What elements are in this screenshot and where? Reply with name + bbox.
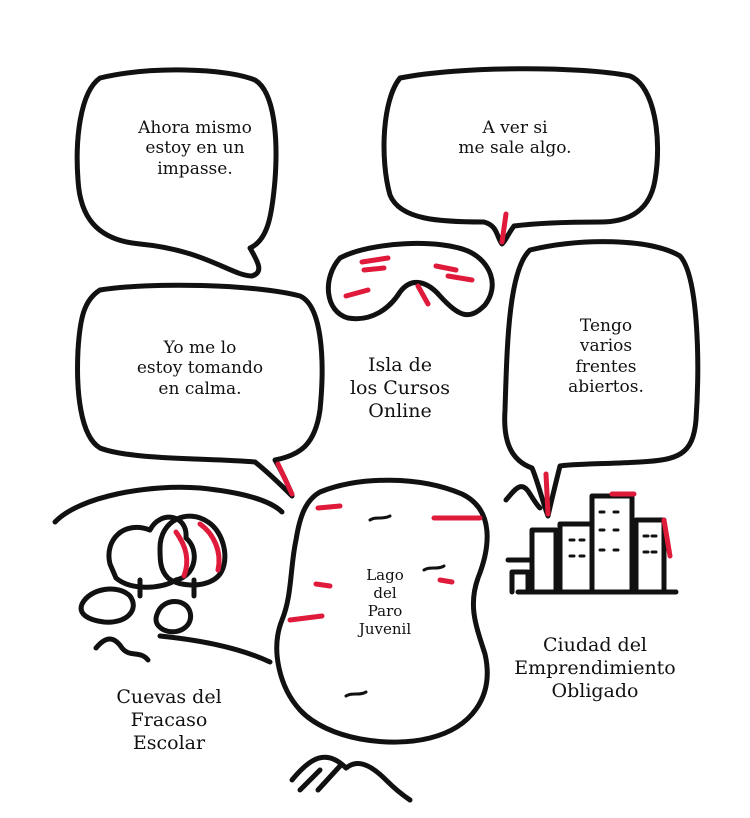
place-label-lago: Lago del Paro Juvenil xyxy=(358,566,412,638)
place-label-isla: Isla de los Cursos Online xyxy=(349,354,451,422)
city-building-2 xyxy=(529,527,559,595)
bubble-text-algo: A ver si me sale algo. xyxy=(458,118,572,159)
mountain-city xyxy=(503,484,543,511)
tree-right xyxy=(157,513,228,588)
mountains-bottom xyxy=(289,754,413,803)
place-label-ciudad: Ciudad del Emprendimiento Obligado xyxy=(514,634,676,702)
city-building-5 xyxy=(633,517,667,595)
cave-land-outline xyxy=(52,484,285,525)
place-label-cuevas: Cuevas del Fracaso Escolar xyxy=(116,686,222,754)
rock-right xyxy=(153,599,194,635)
speech-bubble-frentes xyxy=(502,239,701,519)
speech-bubble-algo xyxy=(381,66,661,247)
city-building-1 xyxy=(509,569,531,595)
bubble-text-calma: Yo me lo estoy tomando en calma. xyxy=(136,338,264,399)
bubble-text-frentes: Tengo varios frentes abiertos. xyxy=(568,316,644,398)
city-building-3 xyxy=(557,521,595,595)
rock-left xyxy=(78,586,136,625)
speech-bubble-impasse xyxy=(74,67,279,279)
bubble-text-impasse: Ahora mismo estoy en un impasse. xyxy=(138,118,252,179)
lake-outline xyxy=(274,477,490,745)
tree-left xyxy=(106,514,197,590)
city-building-4 xyxy=(589,493,635,595)
island-outline xyxy=(325,240,495,322)
island-red-marks xyxy=(343,255,475,307)
